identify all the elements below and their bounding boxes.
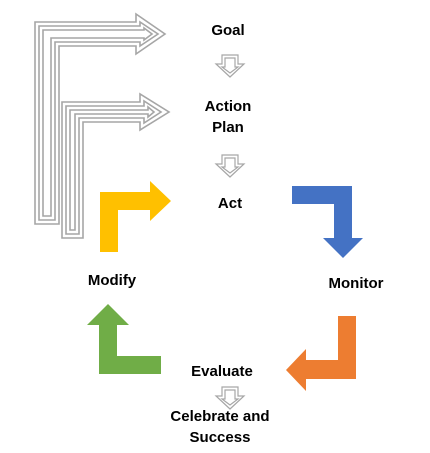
down-arrow-icon <box>214 154 246 178</box>
act-bent-arrow <box>100 181 171 252</box>
goal-bent-arrow <box>34 12 167 225</box>
step-modify: Modify <box>87 272 137 289</box>
step-goal: Goal <box>211 22 245 39</box>
evaluate-bent-arrow <box>286 316 356 391</box>
step-act: Act <box>217 195 243 212</box>
monitor-bent-arrow <box>292 186 363 258</box>
step-evaluate: Evaluate <box>191 363 253 380</box>
step-action-plan: Action Plan <box>204 98 252 136</box>
down-arrow-icon <box>214 386 246 410</box>
modify-bent-arrow <box>87 304 161 374</box>
down-arrow-icon <box>214 54 246 78</box>
action-plan-bent-arrow <box>61 92 171 239</box>
step-celebrate-success: Celebrate and Success <box>170 408 270 446</box>
step-monitor: Monitor <box>328 275 384 292</box>
